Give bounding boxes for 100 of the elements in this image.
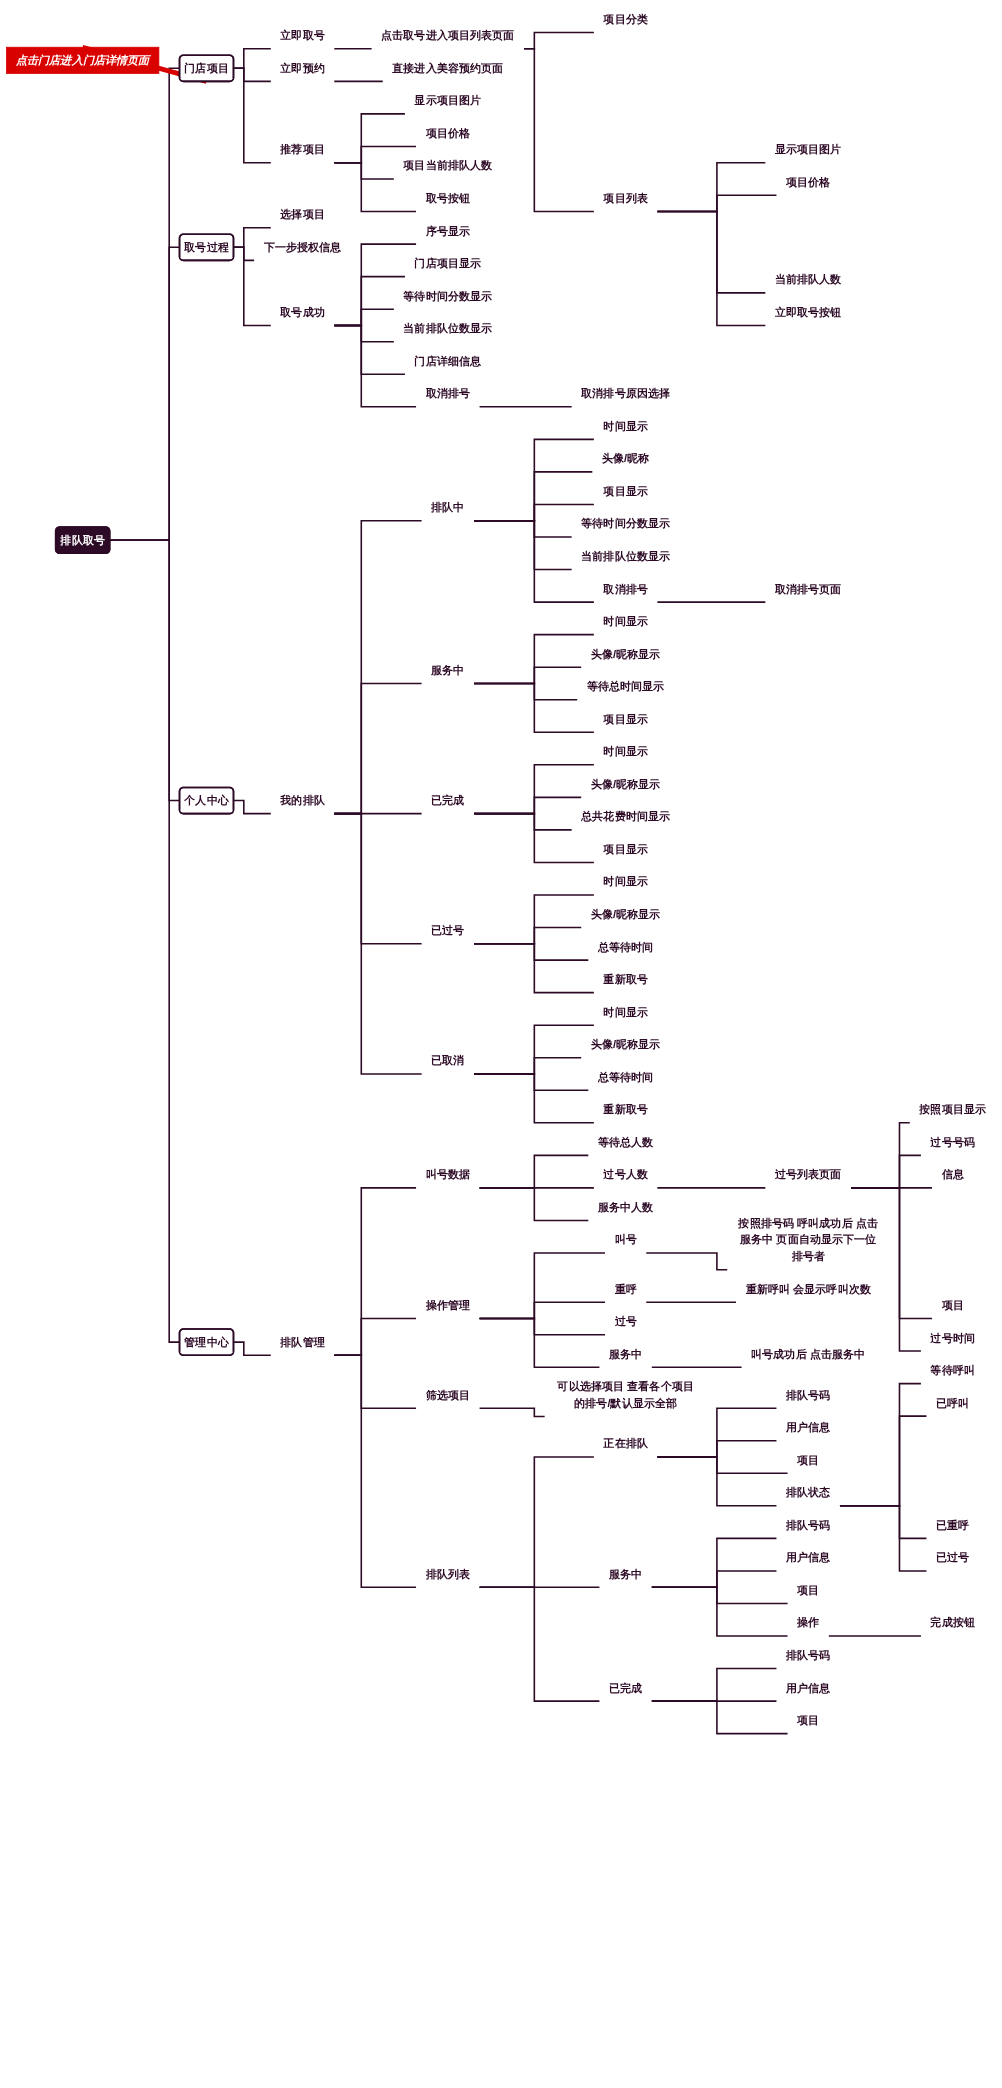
node-text: 取号成功 [280,305,325,319]
connector [645,1252,729,1271]
node-text: 项目 [797,1453,820,1467]
connector [473,682,595,734]
node-text: 项目 [941,1298,964,1312]
connector [651,1366,743,1369]
node-text: 当前排队位数显示 [403,321,493,335]
connector [473,1073,595,1124]
connector [478,406,573,408]
node-text: 总等待时间 [597,1070,654,1084]
connector [478,1317,601,1369]
node-text: 门店详细信息 [414,354,482,368]
node-text: 操作管理 [425,1298,471,1312]
connector [333,48,373,50]
node-text: 可以选择项目 查看各个项目的排号/默认显示全部 [557,1380,694,1410]
node-text: 选择项目 [280,207,325,221]
node-text: 取消排号原因选择 [581,386,671,400]
connector [839,1505,928,1572]
node-text: 序号显示 [425,224,471,237]
node-text: 显示项目图片 [774,142,842,156]
node-text: 取消排号 [425,386,471,400]
node-text: 已取消 [431,1054,465,1067]
node-text: 重呼 [614,1282,637,1296]
node-text: 等待呼叫 [930,1363,975,1377]
node-text: 用户信息 [785,1420,831,1434]
node-text: 头像/昵称显示 [590,1037,661,1051]
node-text: 总共花费时间显示 [581,810,671,823]
node-text: 推荐项目 [280,142,325,156]
node-text: 过号时间 [930,1331,975,1344]
node-text: 叫号数据 [425,1168,471,1181]
node-text: 重新取号 [603,1102,648,1116]
node-text: 立即取号 [280,28,325,42]
node-text: 已完成 [608,1681,643,1694]
node-text: 叫号成功后 点击服务中 [751,1347,866,1361]
node-text: 项目 [797,1583,820,1597]
node-text: 项目显示 [603,842,648,856]
node-text: 头像/昵称 [601,452,650,465]
node-text: 项目 [797,1713,820,1727]
node-text: 项目当前排队人数 [403,159,493,172]
node-text: 服务中 [431,663,465,677]
node-text: 排队列表 [425,1567,471,1581]
connector [478,1407,546,1418]
connector [333,80,384,83]
node-text: 已重呼 [936,1518,970,1532]
node-text: 取号按钮 [425,191,471,205]
node-text: 总等待时间 [597,940,654,953]
node-text: 时间显示 [603,614,648,628]
connector [333,812,423,1075]
node-text: 项目显示 [603,712,648,726]
node-text: 当前排队位数显示 [581,549,671,563]
connector [828,1635,922,1637]
node-text: 头像/昵称显示 [590,907,661,921]
node-text: 项目价格 [785,175,831,189]
node-text: 排队状态 [785,1485,831,1499]
node-text: 重新呼叫 会显示呼叫次数 [745,1282,871,1296]
node-text: 我的排队 [280,793,325,807]
node-text: 筛选项目 [425,1388,471,1402]
node-text: 项目显示 [603,484,648,498]
node-text: 正在排队 [603,1437,648,1450]
node-text: 等待总人数 [597,1135,654,1149]
node-text: 等待总时间显示 [586,679,665,693]
node-text: 过号人数 [603,1168,648,1181]
node-text: 重新取号 [603,972,648,986]
node-text: 排队中 [431,500,465,514]
node-text: 按照项目显示 [919,1102,987,1116]
node-text: 项目列表 [603,191,648,205]
node-text: 时间显示 [603,1005,648,1019]
connector [333,324,417,408]
connector [333,1354,417,1588]
node-text: 时间显示 [603,419,648,433]
node-text: 下一步授权信息 [263,240,342,254]
node-text: 头像/昵称显示 [590,777,661,791]
node-text: 已过号 [431,923,465,937]
node-text: 叫号 [614,1233,637,1246]
node-text: 过号列表页面 [774,1168,842,1181]
node-text: 已完成 [431,793,465,807]
node-text: 头像/昵称显示 [590,647,661,661]
connector [651,1700,789,1735]
node-text: 服务中 [608,1567,643,1581]
node-text: 等待时间分数显示 [581,517,671,530]
connector [656,1187,767,1189]
node-text: 信息 [941,1168,964,1181]
connector [850,1187,922,1352]
node-text: 按照排号码 呼叫成功后 点击服务中 页面自动显示下一位排号者 [738,1216,878,1263]
node-text: 服务中人数 [597,1200,654,1214]
connector [473,519,595,603]
node-text: 服务中 [608,1347,643,1361]
connector [651,1586,789,1637]
node-text: 等待时间分数显示 [403,289,493,303]
node-text: 时间显示 [603,744,648,758]
node-text: 过号 [614,1314,637,1328]
connector [473,812,595,864]
node-text: 时间显示 [603,875,648,888]
node-text: 用户信息 [785,1551,831,1564]
connector [478,1586,601,1702]
node-text: 排队管理 [280,1335,325,1349]
connector [645,1301,737,1303]
node-text: 项目价格 [425,126,471,140]
connector [523,48,595,213]
node-text: 门店项目显示 [414,256,482,270]
